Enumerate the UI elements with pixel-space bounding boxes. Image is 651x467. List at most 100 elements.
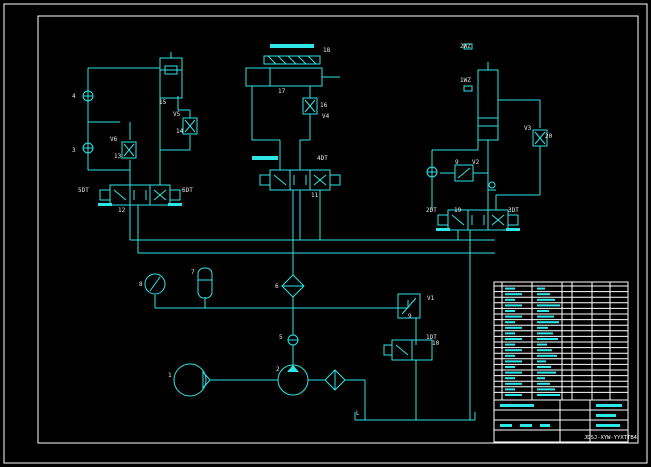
label-v1: V1 (427, 295, 435, 302)
label-20: 20 (545, 133, 553, 140)
directional-valve-11 (252, 156, 341, 191)
throttle-valve-20 (532, 129, 548, 147)
check-valve-left-bottom (82, 142, 94, 154)
label-11: 11 (311, 192, 319, 199)
title-block-cell-text (596, 424, 620, 427)
title-block-row-text (537, 332, 553, 335)
drawing-code: JDSJ-XYW-YYXTTB4 (584, 435, 638, 441)
title-block-row-text (537, 354, 557, 357)
title-block-row-text (537, 349, 552, 352)
label-5: 5 (279, 334, 283, 341)
label-9b: 9 (455, 159, 459, 166)
title-block-row-text (505, 287, 515, 290)
inner-border (37, 15, 639, 444)
title-block-cell-text (596, 414, 616, 417)
title-block-row-text (537, 298, 555, 301)
label-1: 1 (168, 372, 172, 379)
label-v2: V2 (472, 159, 480, 166)
label-v6: V6 (110, 136, 118, 143)
title-block-row-text (505, 371, 522, 374)
title-block-row-text (537, 377, 545, 380)
label-2: 2 (276, 366, 280, 373)
title-block (493, 281, 629, 443)
label-15: 15 (159, 99, 167, 106)
label-17: 17 (278, 88, 286, 95)
title-block-row-text (537, 315, 554, 318)
title-block-row-text (505, 366, 515, 368)
directional-valve-19 (436, 209, 520, 231)
electric-motor (173, 363, 211, 397)
label-19: 19 (454, 207, 462, 214)
title-block-cell-text (596, 404, 622, 407)
title-block-row-text (505, 354, 515, 357)
label-2dt: 2DT (426, 207, 437, 214)
label-10: 10 (432, 340, 440, 347)
title-block-row-text (537, 360, 546, 363)
title-block-row-text (537, 304, 560, 307)
label-v4: V4 (322, 113, 330, 120)
check-valve-5 (287, 334, 299, 346)
check-valve-right (426, 166, 438, 178)
title-block-row-text (505, 394, 522, 396)
label-tank: L (356, 410, 360, 417)
title-block-row-text (505, 298, 515, 301)
center-cylinder (245, 44, 340, 170)
label-6: 6 (275, 283, 279, 290)
label-14: 14 (176, 128, 184, 135)
title-block-row-text (505, 332, 515, 335)
title-block-row-text (537, 388, 555, 391)
label-5dt: 5DT (78, 187, 89, 194)
title-block-row-text (537, 326, 548, 329)
throttle-valve-14 (182, 117, 198, 135)
title-block-row-text (505, 338, 522, 340)
title-block-cell-text (520, 404, 534, 407)
label-2wz: 2WZ (460, 43, 471, 50)
title-block-cell-text (520, 424, 532, 427)
label-13: 13 (114, 153, 122, 160)
title-block-row-text (537, 321, 559, 324)
label-3: 3 (72, 147, 76, 154)
title-block-cell-text (500, 404, 520, 407)
label-16: 16 (320, 102, 328, 109)
label-8: 8 (139, 281, 143, 288)
left-circuit (87, 60, 191, 185)
title-block-row-text (537, 371, 556, 374)
callouts: 1 2 3 4 5 6 7 8 9 9 10 11 12 13 14 15 16… (72, 43, 553, 417)
label-v3: V3 (524, 125, 532, 132)
right-cylinder (431, 43, 541, 210)
title-block-row-text (505, 315, 522, 318)
title-block-row-text (537, 287, 545, 290)
title-block-row-text (537, 366, 551, 368)
title-block-row-text (537, 293, 550, 296)
pressure-valve-9-top (440, 164, 496, 191)
title-block-row-text (537, 382, 550, 385)
label-7: 7 (191, 269, 195, 276)
directional-valve-12 (98, 184, 182, 206)
title-block-cell-text (540, 424, 550, 427)
relief-valve-v1 (397, 293, 421, 319)
title-block-row-text (505, 326, 522, 329)
title-block-row-text (537, 338, 558, 340)
title-block-row-text (505, 388, 515, 391)
label-18: 18 (323, 47, 331, 54)
title-block-row-text (505, 293, 522, 296)
title-block-row-text (537, 343, 547, 346)
label-1wz: 1WZ (460, 77, 471, 84)
title-block-row-text (505, 310, 515, 312)
solenoid-valve-10 (383, 339, 433, 361)
title-block-row-text (505, 377, 515, 380)
check-valve-left-top (82, 90, 94, 102)
throttle-valve-16 (302, 97, 318, 115)
filter-suction (324, 369, 346, 391)
hydraulic-pump (277, 364, 309, 396)
title-block-row-text (505, 360, 522, 363)
outer-border (3, 3, 648, 464)
accumulator (197, 267, 213, 299)
label-1dt: 1DT (426, 334, 437, 341)
label-3dt: 3DT (508, 207, 519, 214)
title-block-cell-text (500, 424, 512, 427)
label-6dt: 6DT (182, 187, 193, 194)
title-block-row-text (505, 304, 522, 307)
title-block-row-text (505, 382, 522, 385)
left-cylinder (159, 52, 183, 99)
